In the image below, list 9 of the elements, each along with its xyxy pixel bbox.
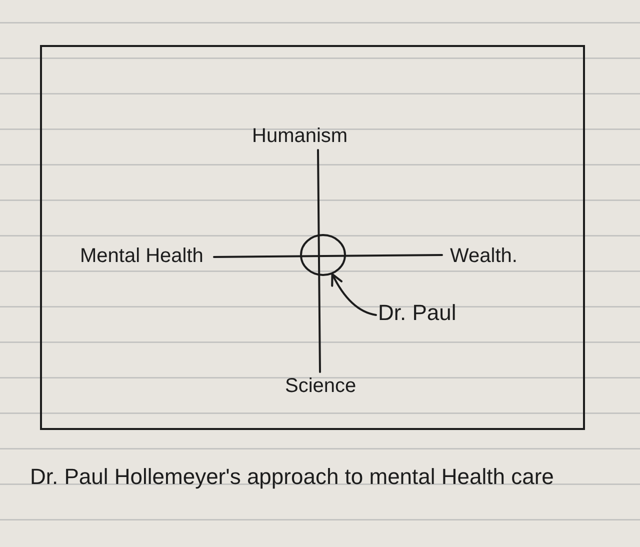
- arrow: [331, 273, 377, 316]
- circle-marker: [300, 234, 346, 276]
- caption: Dr. Paul Hollemeyer's approach to mental Health care: [30, 464, 554, 490]
- axis-label: Wealth.: [450, 244, 518, 268]
- diagram-frame: [40, 45, 585, 430]
- axis-label: Humanism: [252, 124, 348, 148]
- axis-label: Science: [285, 374, 356, 398]
- axis-label: Mental Health: [80, 244, 204, 268]
- callout-label: Dr. Paul: [378, 300, 456, 326]
